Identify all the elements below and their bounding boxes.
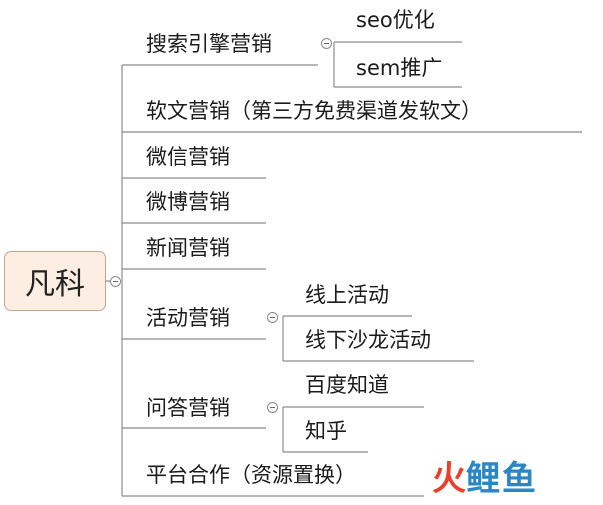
- watermark-logo: 火 鲤鱼: [432, 458, 538, 500]
- branch-node-search-engine[interactable]: 搜索引擎营销: [146, 32, 272, 56]
- branch-node-weibo[interactable]: 微博营销: [146, 190, 230, 214]
- sub-node-seo[interactable]: seo优化: [356, 8, 435, 32]
- sub-node-online-activity[interactable]: 线上活动: [305, 283, 389, 307]
- collapse-icon[interactable]: [321, 38, 332, 49]
- sub-node-baidu-zhidao[interactable]: 百度知道: [305, 373, 389, 397]
- root-node[interactable]: 凡科: [4, 251, 106, 311]
- branch-node-news[interactable]: 新闻营销: [146, 236, 230, 260]
- watermark-fire: 火: [432, 459, 466, 499]
- sub-node-sem[interactable]: sem推广: [356, 56, 443, 80]
- collapse-icon[interactable]: [110, 276, 121, 287]
- branch-node-qa[interactable]: 问答营销: [146, 396, 230, 420]
- sub-node-zhihu[interactable]: 知乎: [305, 419, 347, 443]
- branch-node-activity[interactable]: 活动营销: [146, 306, 230, 330]
- collapse-icon[interactable]: [267, 402, 278, 413]
- watermark-text: 鲤鱼: [466, 459, 538, 499]
- branch-node-wechat[interactable]: 微信营销: [146, 145, 230, 169]
- sub-node-salon-activity[interactable]: 线下沙龙活动: [305, 328, 431, 352]
- branch-node-soft-article[interactable]: 软文营销（第三方免费渠道发软文）: [146, 99, 482, 123]
- collapse-icon[interactable]: [267, 312, 278, 323]
- branch-node-platform[interactable]: 平台合作（资源置换）: [146, 463, 356, 487]
